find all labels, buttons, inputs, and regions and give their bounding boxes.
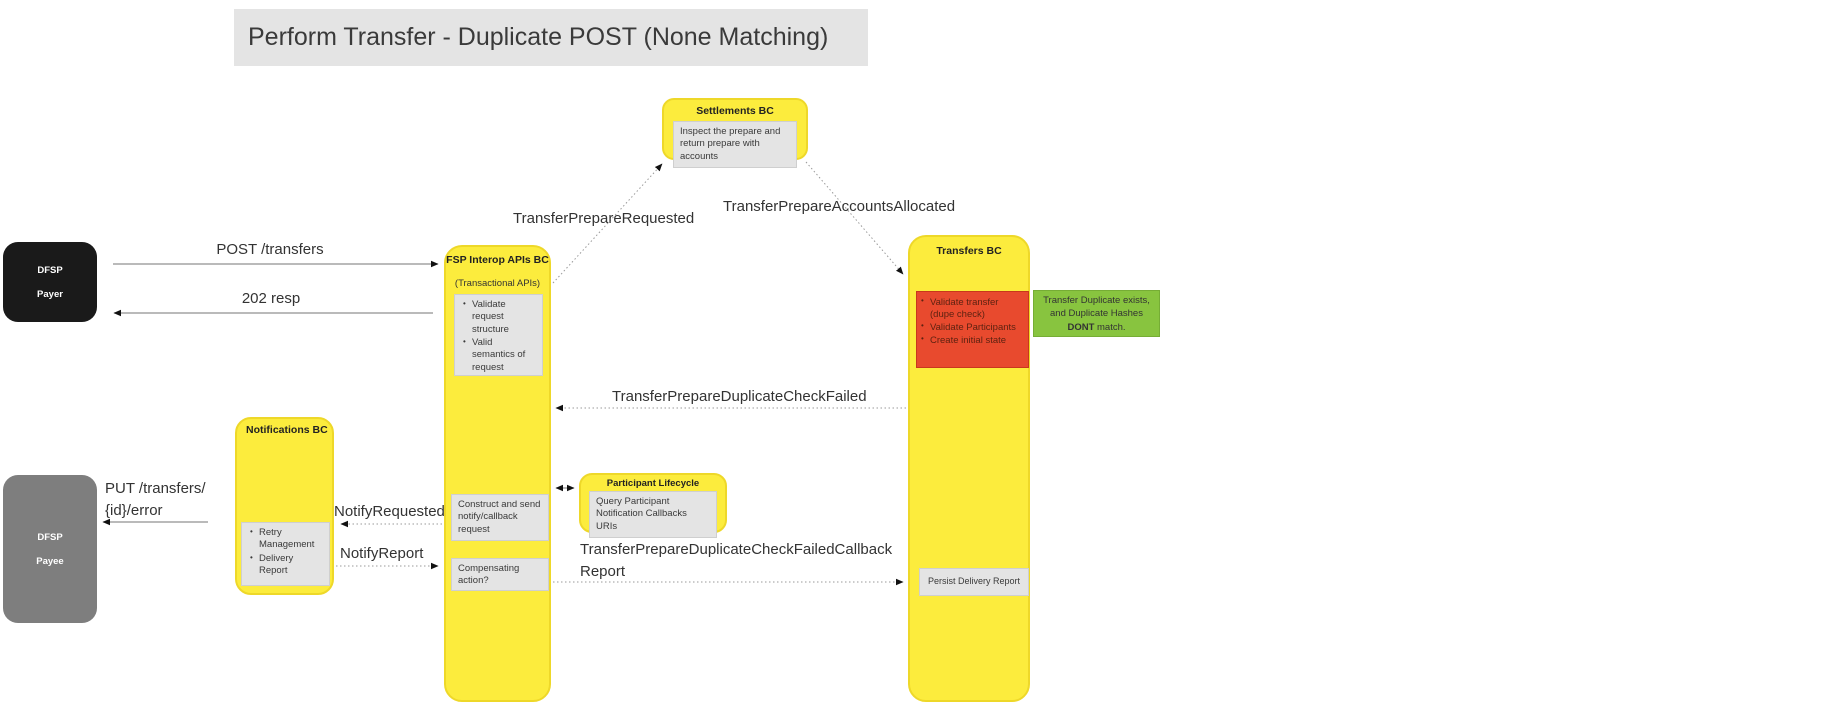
participant-lifecycle-note: Query Participant Notification Callbacks… [589,491,717,539]
transfers-validate-item: Validate Participants [919,321,1024,334]
notifications-bc-node[interactable]: Notifications BC Retry Management Delive… [235,417,334,595]
msg-transfer-prepare-accounts-allocated: TransferPrepareAccountsAllocated [723,198,956,215]
duplicate-note-line3: DONT match. [1034,321,1159,334]
duplicate-note-line2: and Duplicate Hashes [1050,308,1143,320]
settlements-bc-node[interactable]: Settlements BC Inspect the prepare and r… [662,98,808,169]
fsp-interop-apis-bc-node[interactable]: FSP Interop APIs BC (Transactional APIs)… [444,245,551,702]
msg-callback-line1: TransferPrepareDuplicateCheckFailedCallb… [580,541,893,558]
duplicate-exists-note[interactable]: Transfer Duplicate exists, and Duplicate… [1033,290,1160,337]
notifications-bc-title: Notifications BC [246,424,328,436]
fsp-compensating-note: Compensating action? [451,558,549,591]
duplicate-note-bold: DONT [1067,321,1095,333]
msg-put-line1: PUT /transfers/ [105,480,206,497]
duplicate-note-rest: match. [1094,321,1126,333]
fsp-validate-item: Validate request structure [461,299,536,336]
notifications-item: Retry Management [248,527,323,552]
transfers-bc-node[interactable]: Transfers BC Validate transfer (dupe che… [908,235,1030,702]
dfsp-payer-actor[interactable]: DFSP Payer [3,242,97,322]
transfers-bc-title: Transfers BC [936,245,1002,257]
fsp-validate-item: Valid semantics of request [461,337,536,374]
fsp-interop-validation-note: Validate request structure Valid semanti… [454,294,543,376]
arrow-transfer-prepare-requested [552,163,663,284]
msg-post-transfers: POST /transfers [216,241,324,258]
diagram-title-bar: Perform Transfer - Duplicate POST (None … [234,9,868,66]
dfsp-payee-line2: Payee [36,555,64,567]
duplicate-note-line1: Transfer Duplicate exists, [1043,295,1150,306]
transfers-validation-note: Validate transfer (dupe check) Validate … [916,291,1029,368]
msg-transfer-prepare-requested: TransferPrepareRequested [513,210,695,227]
dfsp-payer-line1: DFSP [37,264,63,276]
msg-notify-requested: NotifyRequested [334,503,445,520]
settlements-bc-note: Inspect the prepare and return prepare w… [673,121,797,169]
dfsp-payee-line1: DFSP [37,531,63,543]
msg-callback-report: TransferPrepareDuplicateCheckFailedCallb… [580,539,1000,583]
msg-put-line2: {id}/error [105,502,163,519]
diagram-title: Perform Transfer - Duplicate POST (None … [248,23,829,51]
notifications-item: Delivery Report [248,553,323,578]
participant-lifecycle-title: Participant Lifecycle [606,478,700,489]
msg-notify-report: NotifyReport [340,545,424,562]
msg-callback-line2: Report [580,563,626,580]
notifications-bc-note: Retry Management Delivery Report [241,522,330,586]
dfsp-payee-actor[interactable]: DFSP Payee [3,475,97,623]
msg-put-transfers-error: PUT /transfers/ {id}/error [105,478,235,522]
fsp-construct-note: Construct and send notify/callback reque… [451,494,549,541]
persist-delivery-report-note: Persist Delivery Report [919,568,1029,596]
transfers-validate-item: Validate transfer (dupe check) [919,296,1024,321]
settlements-bc-title: Settlements BC [696,105,774,117]
fsp-interop-title: FSP Interop APIs BC [446,254,549,266]
fsp-interop-subtitle: (Transactional APIs) [454,278,541,289]
dfsp-payer-line2: Payer [37,288,63,300]
arrow-transfer-prepare-accounts-allocated [805,161,904,275]
transfers-validate-item: Create initial state [919,334,1024,347]
msg-transfer-prepare-duplicate-check-failed: TransferPrepareDuplicateCheckFailed [612,388,867,405]
msg-202-resp: 202 resp [241,290,301,307]
participant-lifecycle-node[interactable]: Participant Lifecycle Query Participant … [579,473,727,539]
